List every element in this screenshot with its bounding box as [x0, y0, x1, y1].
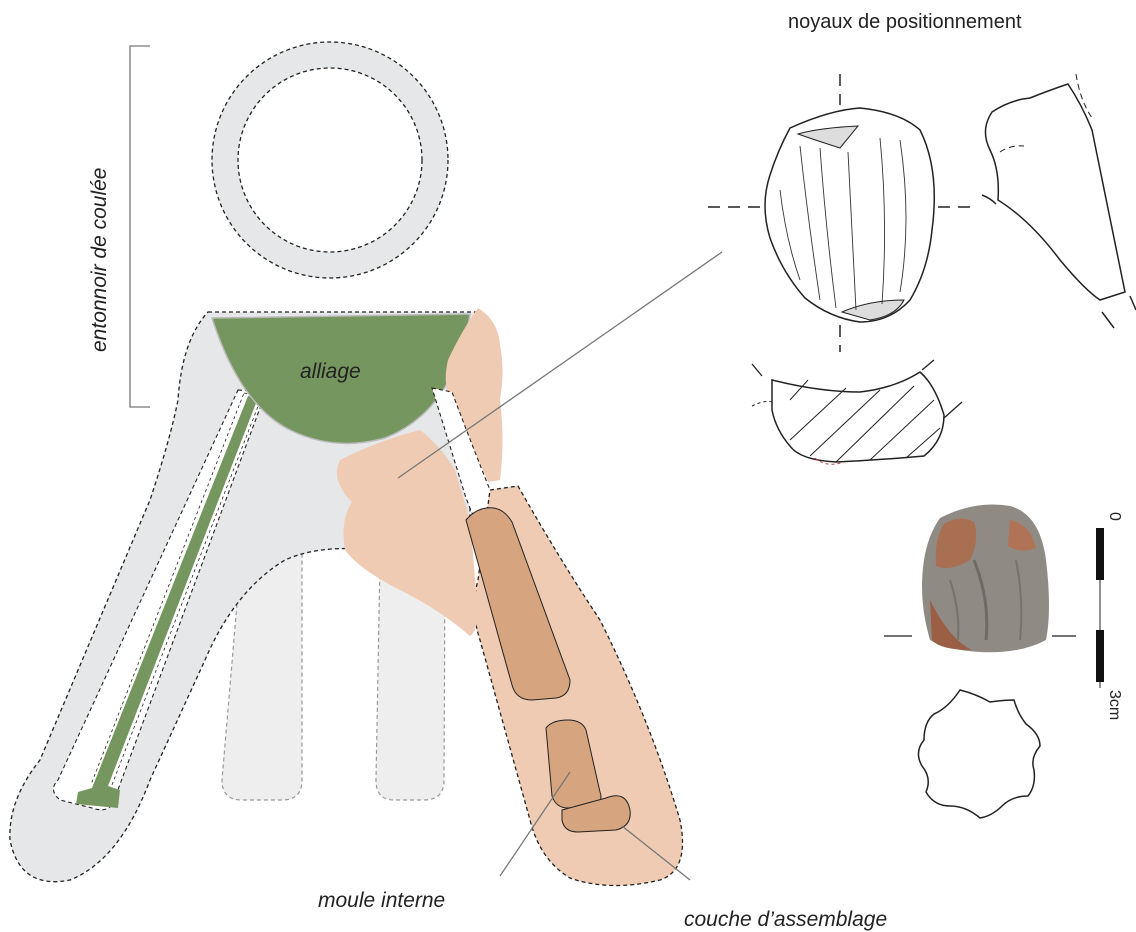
scale-bar: [1096, 528, 1104, 688]
scale-start-label: 0: [1106, 512, 1123, 521]
core-cross-section: [752, 360, 962, 464]
alloy-label: alliage: [300, 360, 361, 383]
scale-end-label: 3cm: [1106, 690, 1123, 720]
core-profile-view: [982, 74, 1136, 328]
assembly-layer-label: couche d’assemblage: [684, 908, 887, 931]
funnel-label: entonnoir de coulée: [88, 168, 111, 352]
funnel-ring: [212, 42, 448, 278]
inner-mould-label: moule interne: [318, 889, 445, 912]
core-section-outline: [918, 690, 1040, 818]
positioning-cores-label: noyaux de positionnement: [788, 11, 1022, 33]
core-photograph: [884, 505, 1076, 653]
funnel-bracket: [130, 46, 150, 407]
core-top-view: [708, 74, 974, 352]
